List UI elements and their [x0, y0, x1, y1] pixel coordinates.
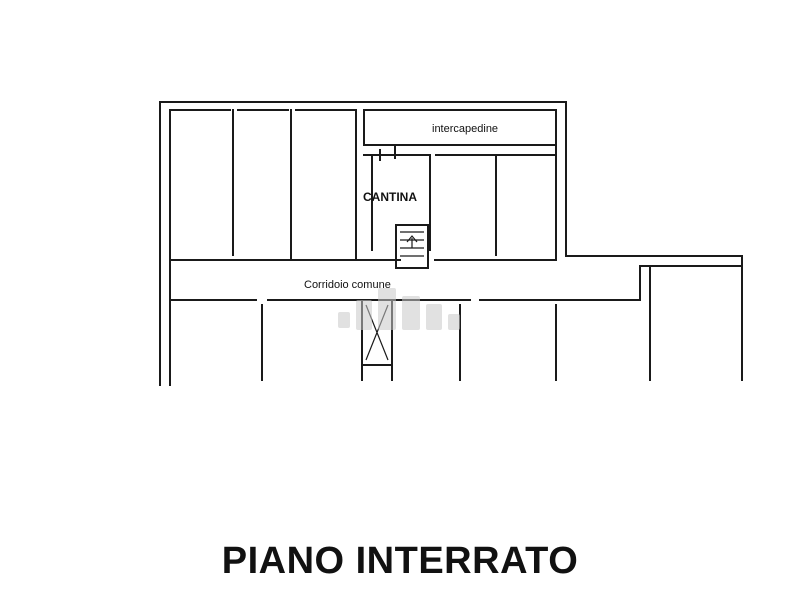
- stair-outline: [395, 224, 429, 269]
- corridor-wall-top: [169, 109, 557, 261]
- label-cantina: CANTINA: [363, 190, 417, 204]
- outer-wall: [159, 101, 743, 386]
- label-corridoio: Corridoio comune: [304, 279, 391, 291]
- label-intercapedine: intercapedine: [432, 123, 498, 135]
- walls: [159, 101, 743, 386]
- partition-walls-top-left: [232, 109, 357, 261]
- stair-steps: [400, 231, 424, 257]
- corridor-wall-bottom: [169, 265, 743, 301]
- floor-plan-drawing: intercapedine CANTINA Corridoio comune: [159, 101, 743, 386]
- watermark-logo: [338, 288, 460, 330]
- cantina-walls: [363, 154, 431, 251]
- shaft-lower: [361, 364, 393, 381]
- inner-wall-left: [169, 109, 231, 386]
- rooms-right-walls: [435, 154, 557, 256]
- page-caption: PIANO INTERRATO: [221, 540, 579, 582]
- intercapedine-walls: [363, 109, 557, 146]
- cantina-door: [379, 144, 396, 161]
